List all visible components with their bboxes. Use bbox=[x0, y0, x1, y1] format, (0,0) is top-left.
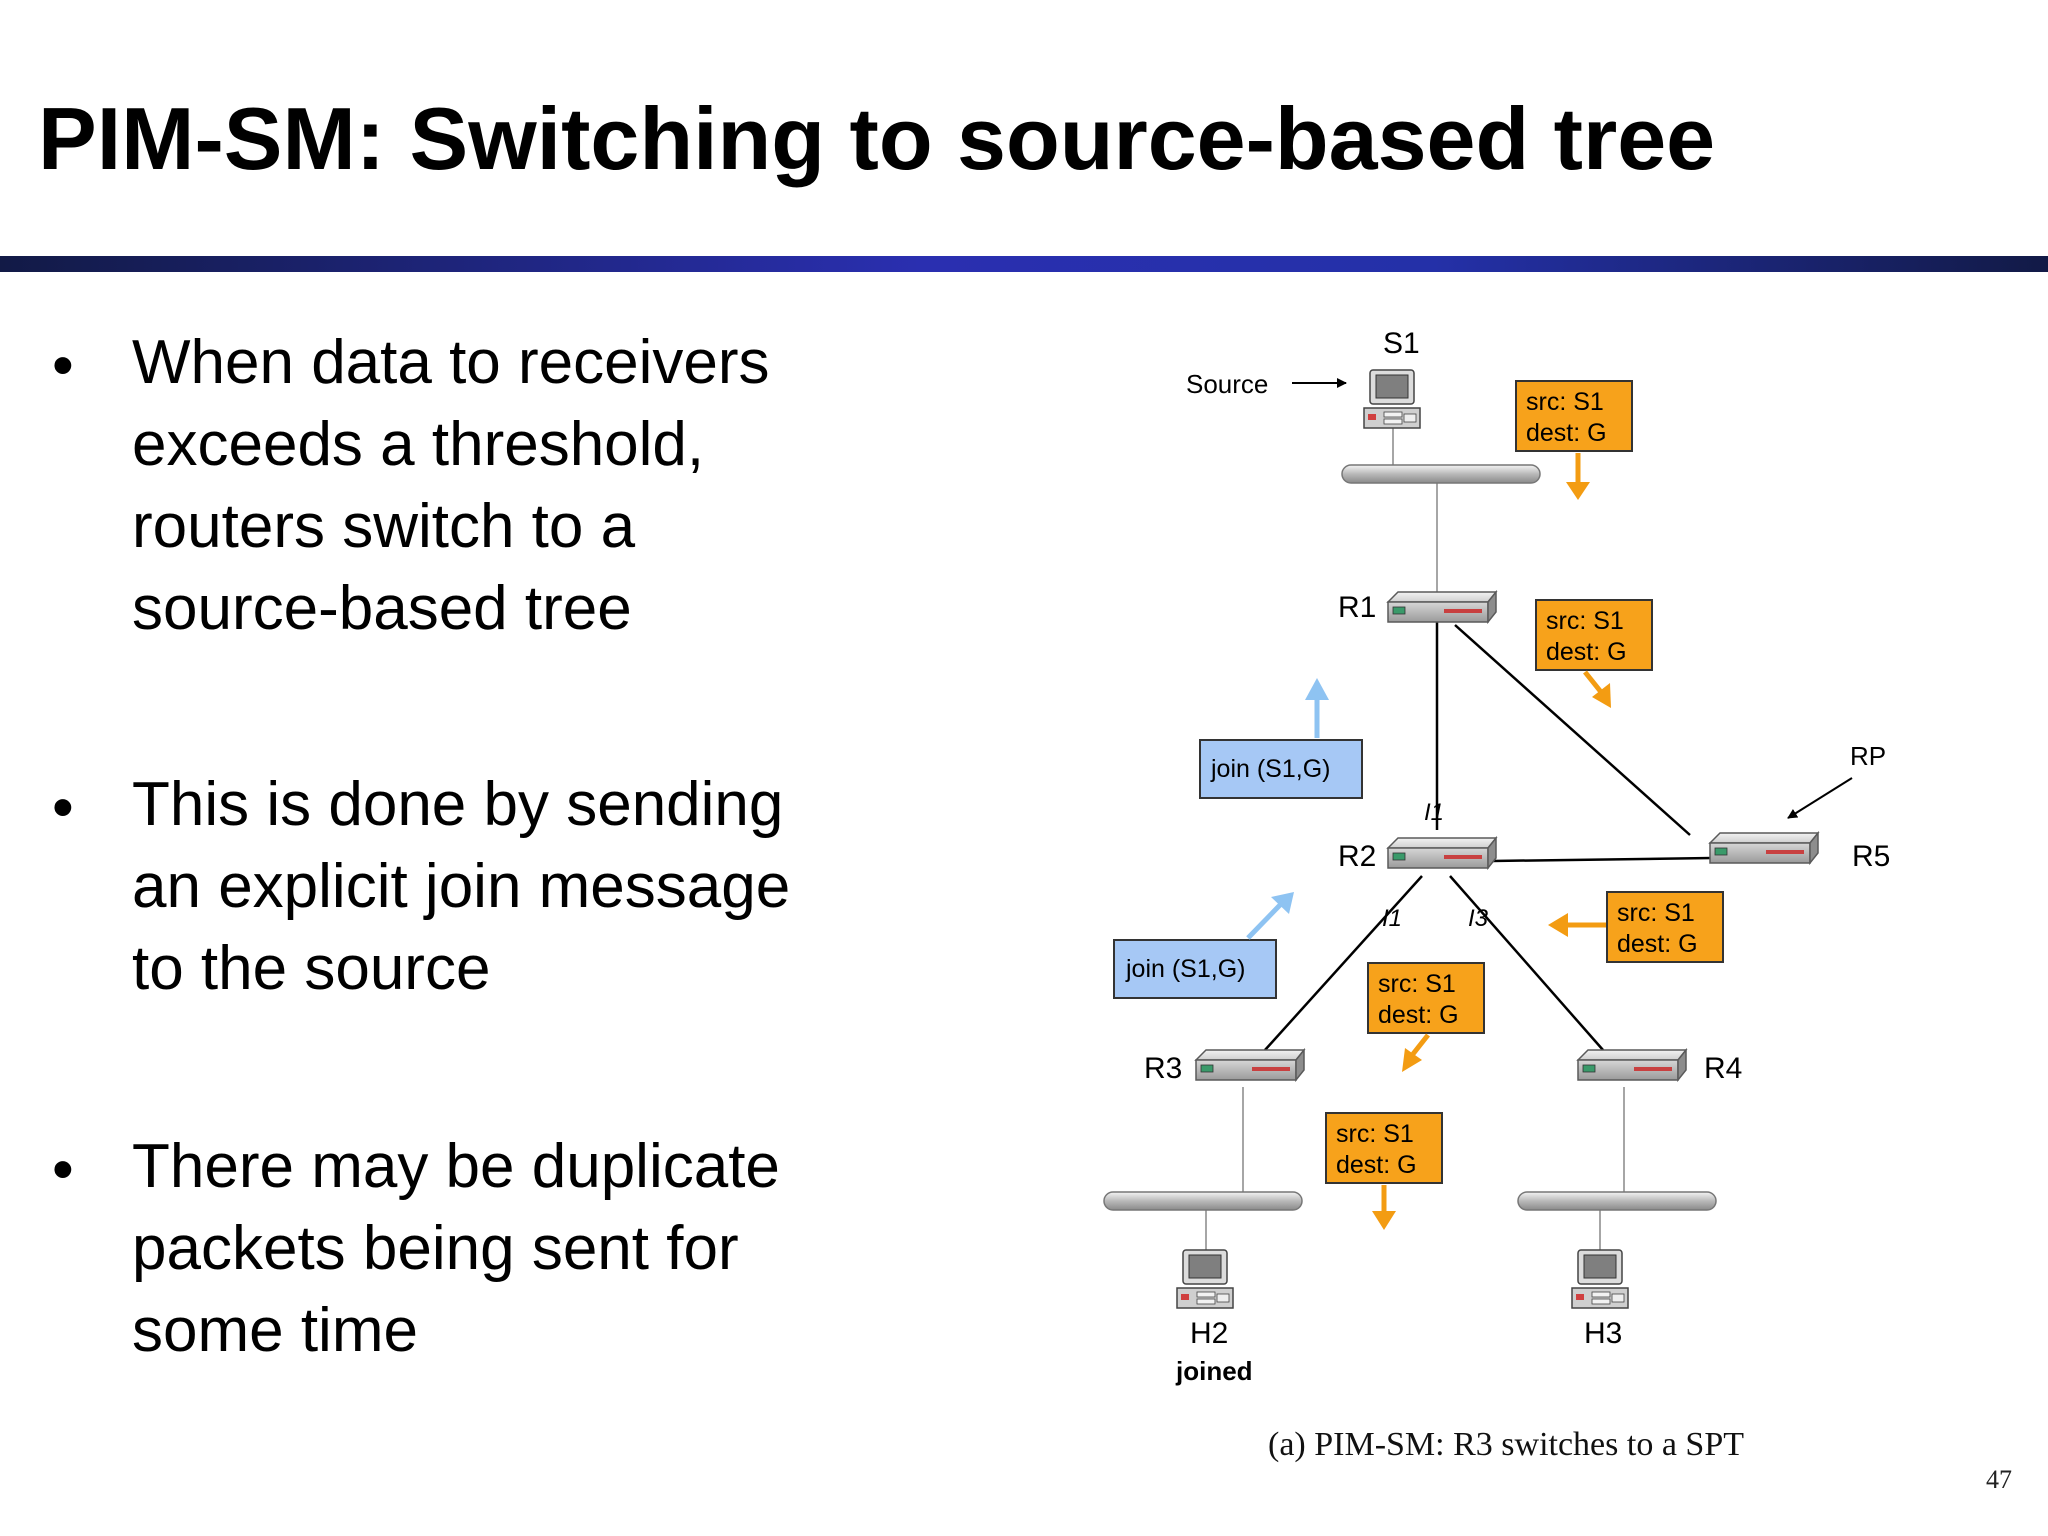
join-box: join (S1,G) bbox=[1199, 739, 1363, 799]
link-r2-r5 bbox=[1491, 856, 1713, 863]
bullet-text: When data to receivers exceeds a thresho… bbox=[132, 328, 770, 643]
packet-src: src: S1 bbox=[1546, 607, 1624, 635]
bullet-dot: • bbox=[52, 1135, 74, 1204]
host-s1 bbox=[1363, 369, 1421, 429]
network-links bbox=[1264, 620, 1713, 1051]
packet-box: src: S1 dest: G bbox=[1367, 962, 1485, 1034]
join-label: join (S1,G) bbox=[1210, 755, 1330, 783]
packet-arrow-left bbox=[1548, 913, 1606, 937]
packet-src: src: S1 bbox=[1617, 899, 1695, 927]
page-number: 47 bbox=[1986, 1465, 2012, 1494]
label-joined: joined bbox=[1175, 1356, 1253, 1386]
label-s1: S1 bbox=[1383, 327, 1420, 360]
packet-dest: dest: G bbox=[1378, 1001, 1459, 1029]
label-h3: H3 bbox=[1584, 1317, 1622, 1350]
packet-dest: dest: G bbox=[1526, 419, 1607, 447]
packet-box: src: S1 dest: G bbox=[1606, 891, 1724, 963]
label-h2: H2 bbox=[1190, 1317, 1228, 1350]
iface-r2-left: I1 bbox=[1382, 905, 1402, 932]
packet-src: src: S1 bbox=[1526, 388, 1604, 416]
join-label: join (S1,G) bbox=[1125, 955, 1245, 983]
packet-arrows bbox=[1372, 453, 1611, 1230]
packet-arrow-diagonal bbox=[1583, 670, 1611, 708]
router-r1 bbox=[1387, 591, 1497, 623]
bus-s1 bbox=[1341, 464, 1541, 484]
bus-r4 bbox=[1517, 1191, 1717, 1211]
iface-r2-right: I3 bbox=[1468, 905, 1489, 932]
host-h2 bbox=[1176, 1249, 1234, 1309]
label-r4: R4 bbox=[1704, 1052, 1742, 1085]
link-r2-r4 bbox=[1449, 875, 1604, 1051]
packet-src: src: S1 bbox=[1336, 1120, 1414, 1148]
label-r2: R2 bbox=[1338, 840, 1376, 873]
diagram-caption: (a) PIM-SM: R3 switches to a SPT bbox=[1268, 1426, 1744, 1463]
bullet-text: There may be duplicate packets being sen… bbox=[132, 1132, 780, 1365]
packet-arrow-diagonal bbox=[1402, 1033, 1430, 1072]
packet-src: src: S1 bbox=[1378, 970, 1456, 998]
rp-arrow bbox=[1787, 777, 1853, 819]
label-source: Source bbox=[1186, 369, 1268, 399]
title-underline bbox=[0, 256, 2048, 272]
host-h3 bbox=[1571, 1249, 1629, 1309]
router-r5 bbox=[1709, 832, 1819, 864]
link-r1-r5 bbox=[1454, 624, 1691, 836]
router-r4 bbox=[1577, 1049, 1687, 1081]
packet-arrow-down bbox=[1372, 1185, 1396, 1230]
label-r5: R5 bbox=[1852, 840, 1890, 873]
bullet-dot: • bbox=[52, 773, 74, 842]
packet-arrow-down bbox=[1566, 453, 1590, 500]
iface-r2-up: I1 bbox=[1424, 799, 1444, 826]
join-arrows bbox=[1246, 678, 1329, 940]
packet-dest: dest: G bbox=[1617, 930, 1698, 958]
router-r2 bbox=[1387, 837, 1497, 869]
link-r2-r3 bbox=[1264, 875, 1423, 1051]
join-arrow-diagonal bbox=[1246, 892, 1294, 940]
packet-dest: dest: G bbox=[1336, 1151, 1417, 1179]
label-r3: R3 bbox=[1144, 1052, 1182, 1085]
packet-dest: dest: G bbox=[1546, 638, 1627, 666]
bus-r3 bbox=[1103, 1191, 1303, 1211]
packet-box: src: S1 dest: G bbox=[1325, 1112, 1443, 1184]
join-box: join (S1,G) bbox=[1113, 939, 1277, 999]
slide-title: PIM-SM: Switching to source-based tree bbox=[38, 89, 1716, 188]
router-r3 bbox=[1195, 1049, 1305, 1081]
bullet-text: This is done by sending an explicit join… bbox=[132, 770, 791, 1003]
label-rp: RP bbox=[1850, 741, 1886, 771]
label-r1: R1 bbox=[1338, 591, 1376, 624]
join-arrow-up bbox=[1305, 678, 1329, 738]
bullet-dot: • bbox=[52, 331, 74, 400]
packet-box: src: S1 dest: G bbox=[1535, 599, 1653, 671]
packet-box: src: S1 dest: G bbox=[1515, 380, 1633, 452]
